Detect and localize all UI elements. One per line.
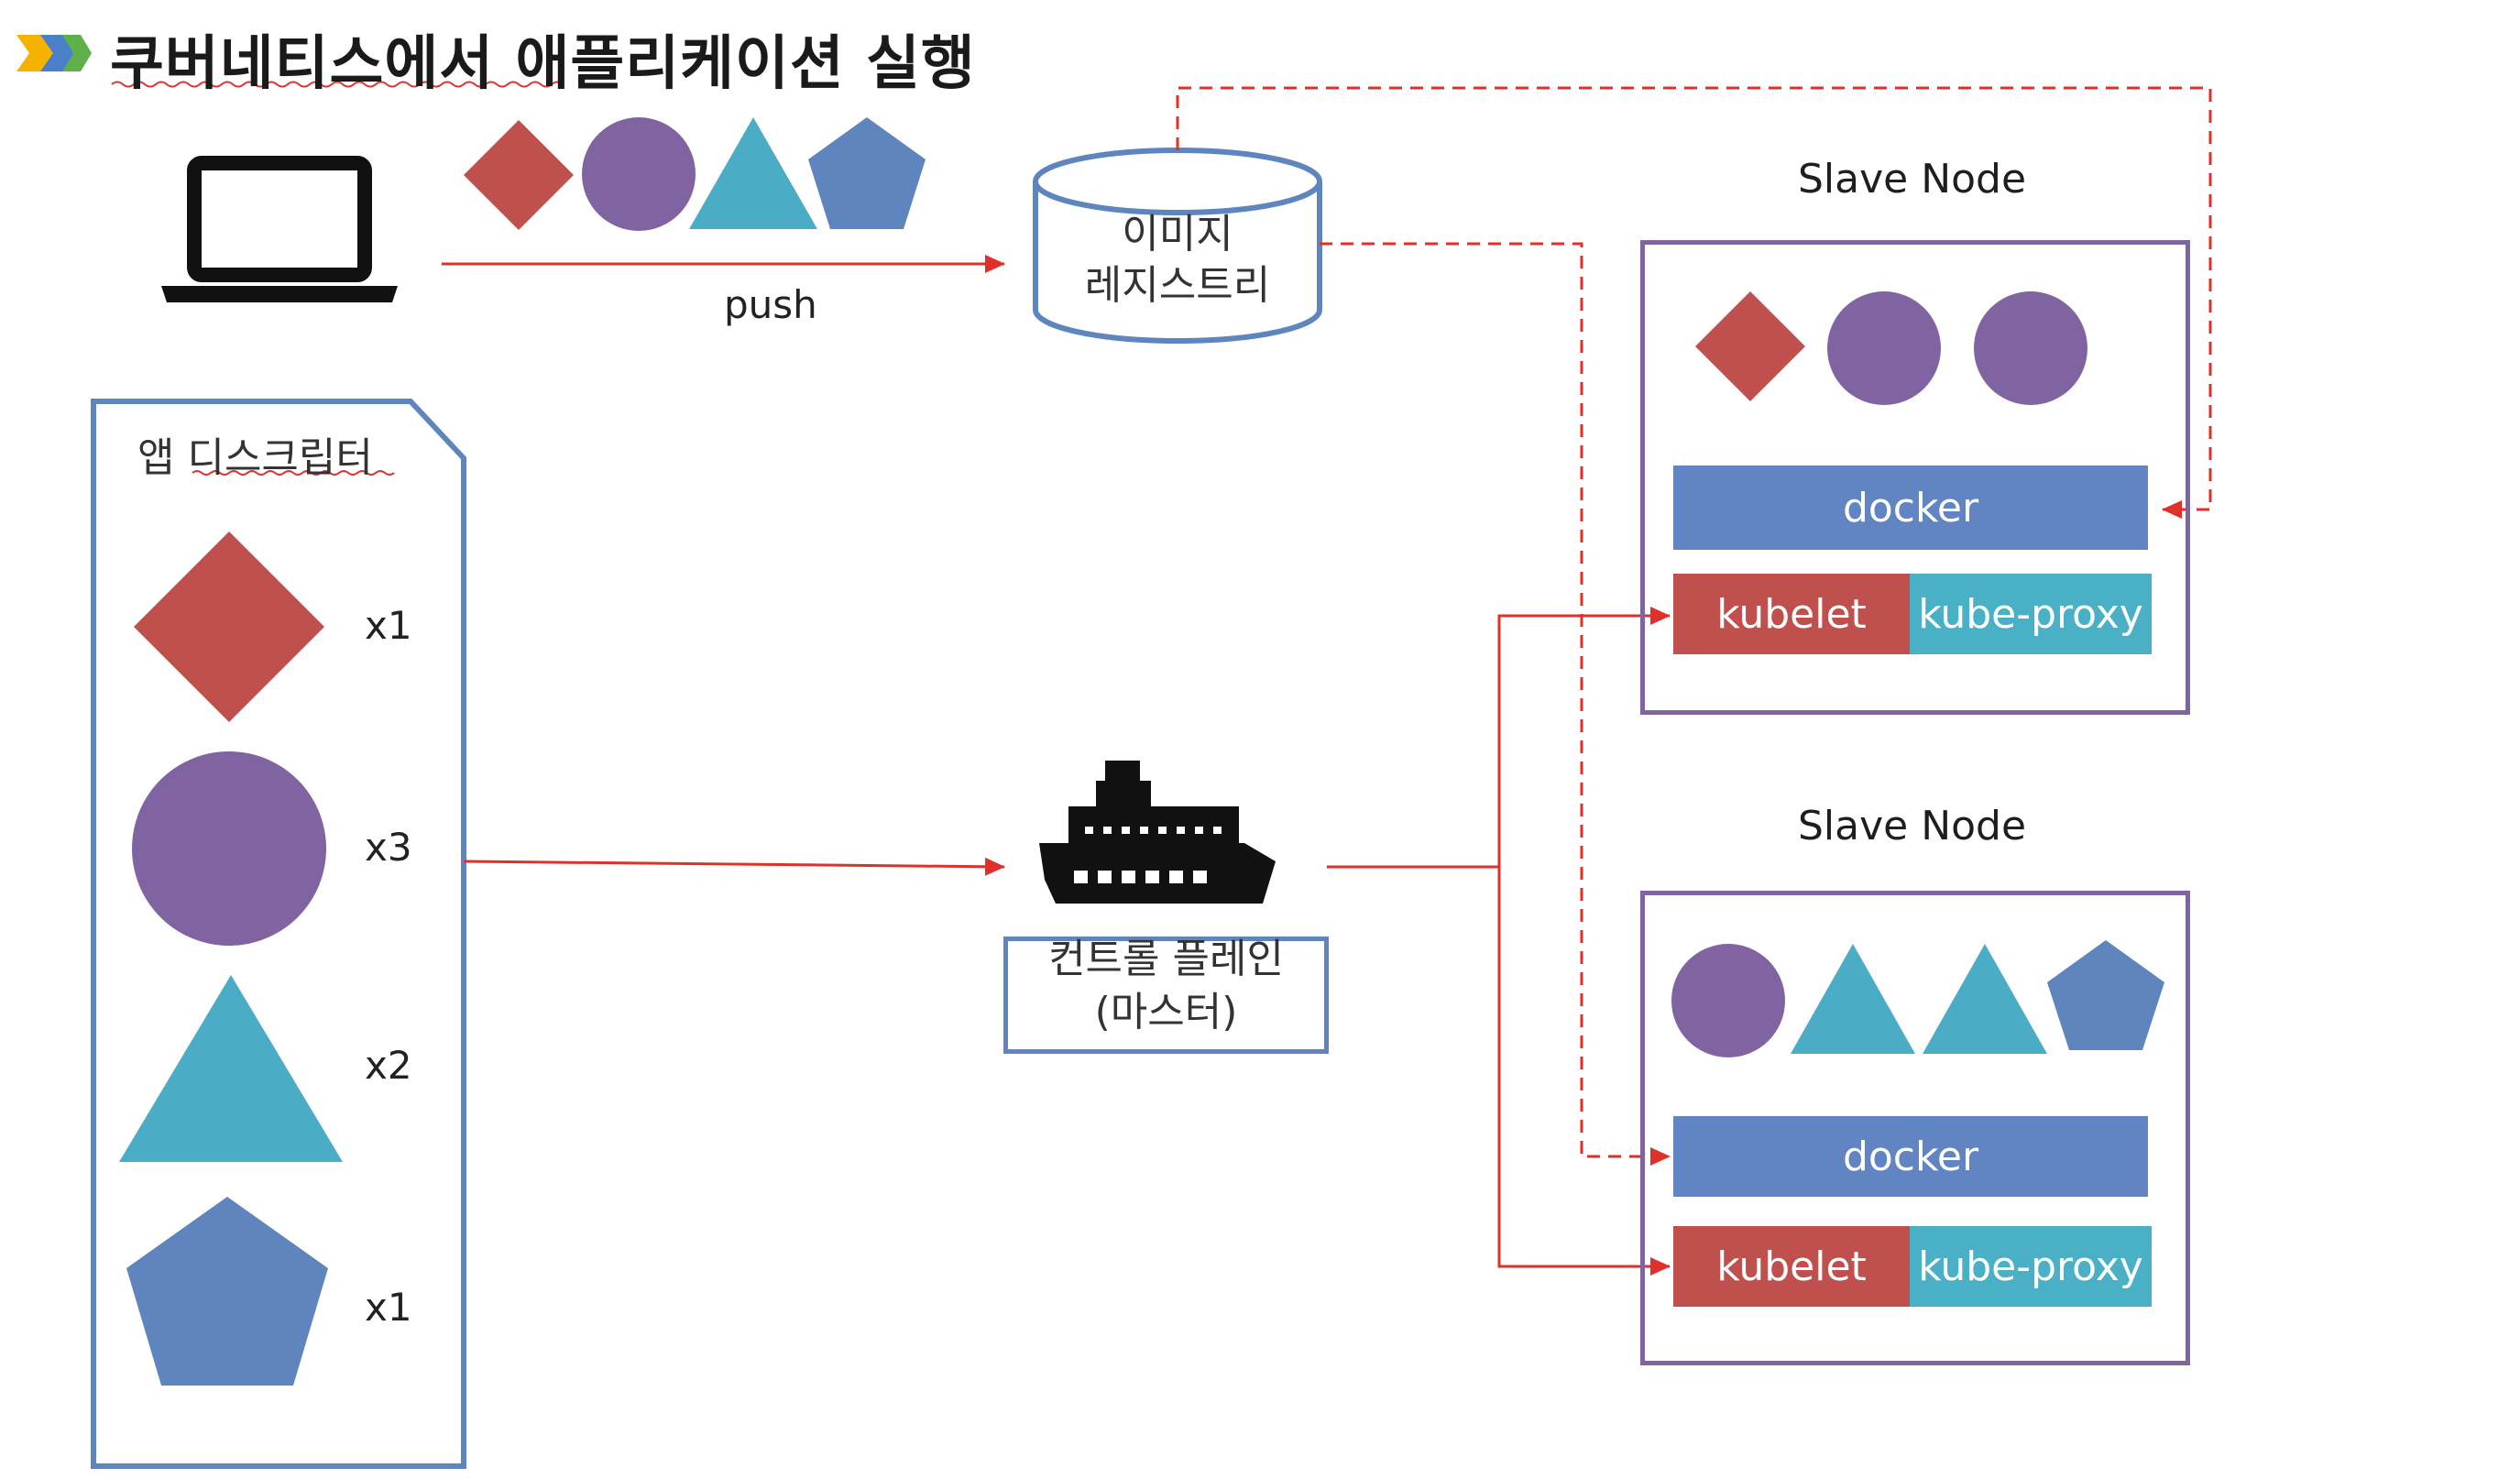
slave-node-label-2: Slave Node	[1798, 803, 2027, 849]
image-pentagon-shape	[808, 117, 926, 229]
node1-kube-proxy-bar: kube-proxy	[1910, 574, 2152, 654]
node1-circle-shape-2	[1974, 291, 2087, 405]
node2-pentagon-shape	[2047, 940, 2164, 1050]
node2-triangle-shape-2	[1923, 944, 2047, 1054]
database-icon	[1033, 148, 1322, 344]
app-descriptor-title: 앱 디스크립터	[137, 434, 373, 481]
node1-docker-bar: docker	[1673, 466, 2148, 550]
master-to-node2-kubelet-arrow	[1497, 867, 1671, 1276]
registry-label-line1: 이미지	[1122, 211, 1233, 257]
descriptor-title-underline	[192, 470, 395, 476]
node2-docker-bar: docker	[1673, 1116, 2148, 1197]
descriptor-circle-shape	[132, 751, 326, 946]
descriptor-triangle-shape	[119, 975, 343, 1162]
control-plane-line1: 컨트롤 플레인	[1048, 936, 1284, 982]
page-title: 쿠버네티스에서 애플리케이션 실행	[110, 30, 976, 98]
descriptor-count-pentagon: x1	[365, 1285, 412, 1330]
image-diamond-shape	[464, 120, 574, 230]
ship-windows	[1074, 827, 1222, 883]
slave-node-label-1: Slave Node	[1798, 156, 2027, 203]
descriptor-count-diamond: x1	[365, 603, 412, 648]
node1-kubelet-bar: kubelet	[1673, 574, 1910, 654]
title-chevron-icon	[16, 35, 92, 71]
image-circle-shape	[582, 117, 696, 231]
image-triangle-shape	[689, 117, 817, 229]
registry-label-line2: 레지스트리	[1084, 262, 1271, 309]
node1-circle-shape-1	[1827, 291, 1941, 405]
title-spellcheck-underline	[111, 81, 564, 88]
push-label: push	[724, 282, 817, 327]
slave-node-1	[1640, 240, 2190, 715]
slave-node-2	[1640, 891, 2190, 1365]
descriptor-diamond-shape	[134, 531, 324, 722]
master-to-node1-kubelet-arrow	[1497, 607, 1671, 867]
node2-circle-shape	[1671, 944, 1785, 1057]
control-plane-box	[1003, 937, 1329, 1054]
node2-kube-proxy-bar: kube-proxy	[1910, 1226, 2152, 1307]
node2-kubelet-bar: kubelet	[1673, 1226, 1910, 1307]
laptop-icon	[161, 156, 398, 302]
registry-to-node2-dashed-arrow	[1320, 242, 1671, 1166]
control-plane-label: 컨트롤 플레인 (마스터)	[1003, 933, 1329, 1039]
descriptor-to-master-arrow	[463, 857, 1005, 876]
node1-diamond-shape	[1695, 291, 1805, 401]
descriptor-count-circle: x3	[365, 825, 412, 870]
node2-triangle-shape-1	[1791, 944, 1915, 1054]
descriptor-count-triangle: x2	[365, 1043, 412, 1088]
control-plane-line2: (마스터)	[1094, 989, 1238, 1035]
descriptor-pentagon-shape	[126, 1197, 328, 1386]
image-registry-label: 이미지 레지스트리	[1035, 209, 1320, 312]
